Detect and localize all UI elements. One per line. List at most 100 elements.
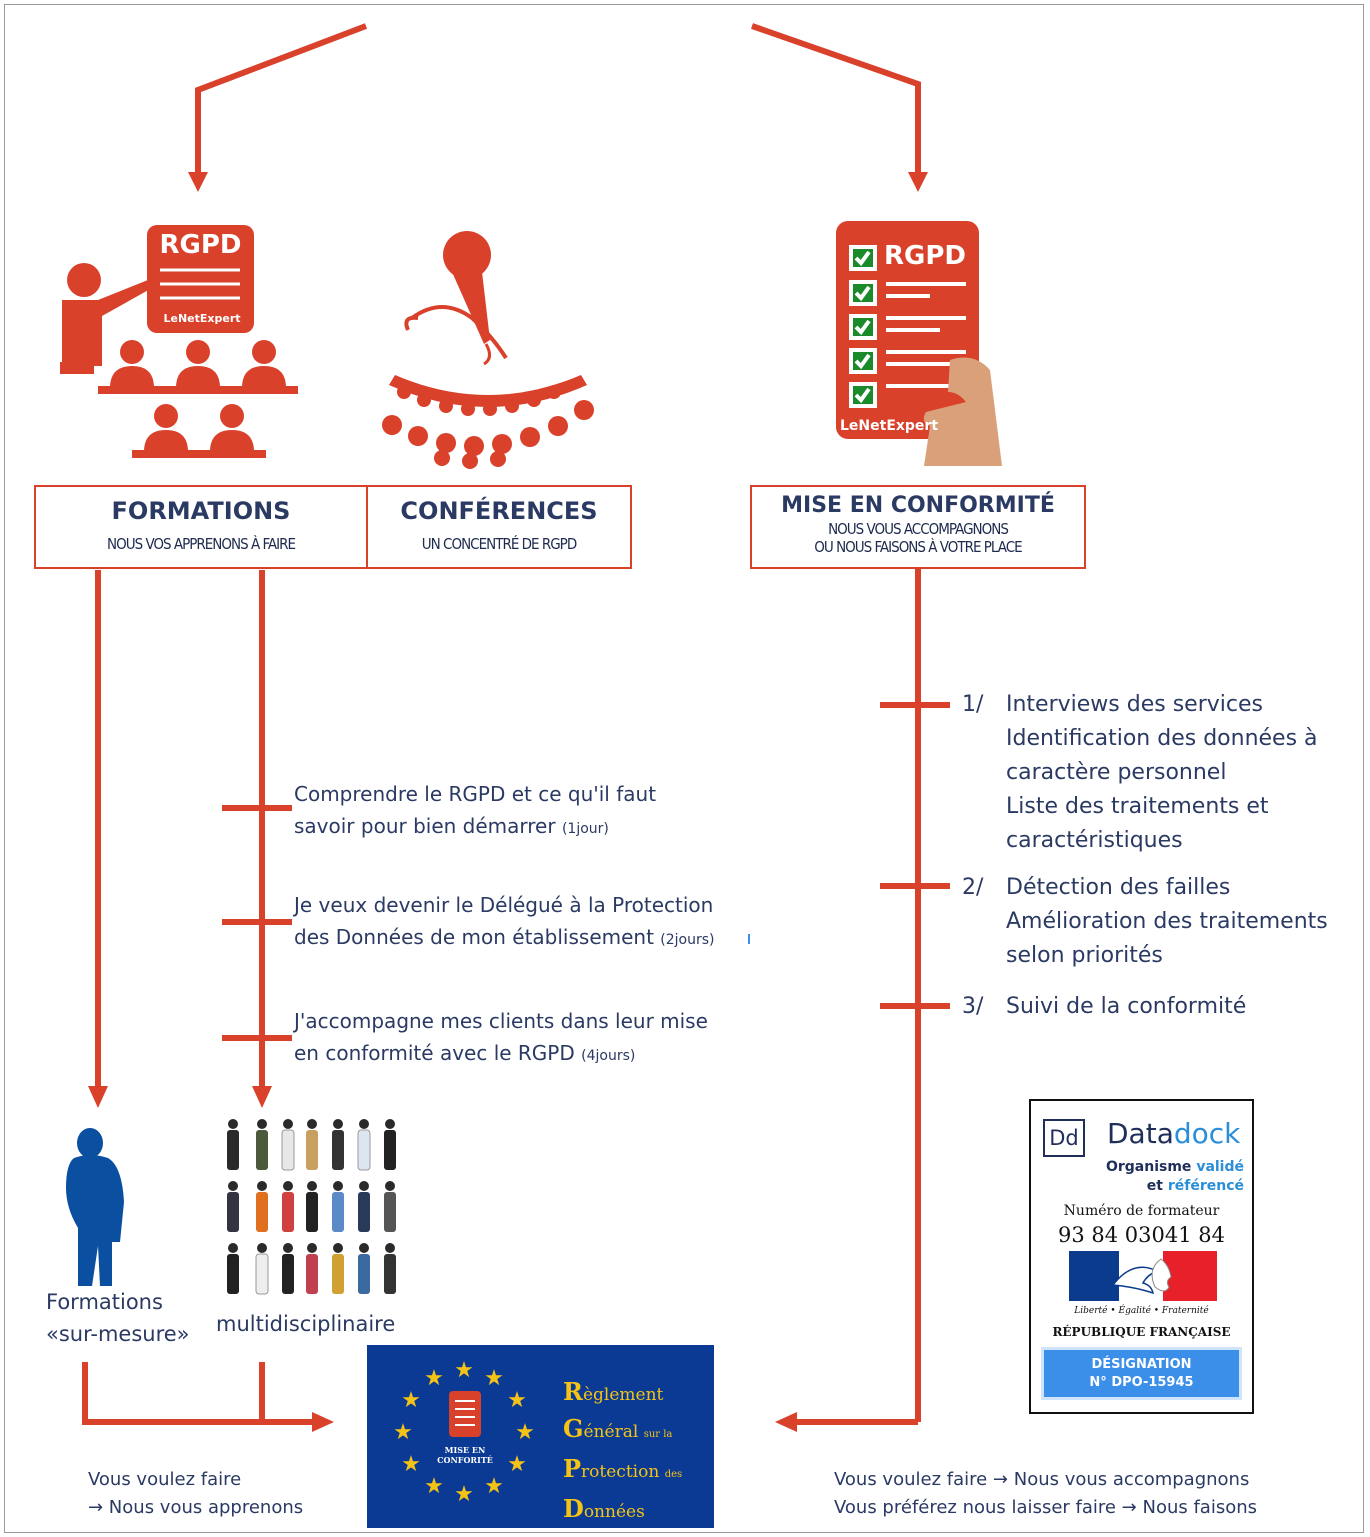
- datadock-name-a: Data: [1107, 1117, 1174, 1150]
- eu-word-initial: G: [563, 1414, 584, 1443]
- eu-word-rest: énéral: [583, 1422, 639, 1442]
- svg-text:★: ★: [401, 1388, 421, 1413]
- conformite-subtitle-1: NOUS VOUS ACCOMPAGNONS: [828, 520, 1009, 538]
- training-badge: RGPD: [159, 230, 242, 260]
- conformite-box: MISE EN CONFORMITÉ NOUS VOUS ACCOMPAGNON…: [750, 485, 1086, 569]
- footer-left: Vous voulez faire → Nous vous apprenons: [88, 1466, 303, 1522]
- caption-sur-mesure-line-2: «sur-mesure»: [46, 1322, 190, 1346]
- arrow-to-compliance: [751, 23, 921, 178]
- step-1-line: Identification des données à: [1006, 726, 1318, 751]
- svg-text:★: ★: [454, 1482, 474, 1507]
- conformite-subtitle-2: OU NOUS FAISONS À VOTRE PLACE: [814, 538, 1022, 556]
- footer-right: Vous voulez faire → Nous vous accompagno…: [834, 1466, 1257, 1522]
- datadock-sub1-b: validé: [1196, 1159, 1244, 1175]
- svg-text:★: ★: [401, 1452, 421, 1477]
- eu-word-rest: èglement: [582, 1385, 664, 1405]
- dpo-designation: DÉSIGNATION N° DPO-15945: [1041, 1347, 1242, 1400]
- eu-badge-text: MISE EN CONFORITÉ: [423, 1445, 507, 1465]
- dpo-designation-line-2: N° DPO-15945: [1089, 1375, 1194, 1390]
- course-3-line-1: J'accompagne mes clients dans leur mise: [294, 1009, 708, 1033]
- conferences-title: CONFÉRENCES: [400, 497, 598, 525]
- trainer-number: 93 84 03041 84: [1058, 1223, 1225, 1247]
- eu-word-initial: R: [563, 1377, 583, 1406]
- eu-word-rest: rotection: [581, 1462, 660, 1482]
- republic-name: RÉPUBLIQUE FRANÇAISE: [1052, 1325, 1231, 1339]
- course-item-2: Je veux devenir le Délégué à la Protecti…: [294, 889, 715, 956]
- caption-sur-mesure-line-1: Formations: [46, 1290, 163, 1314]
- course-2-line-1: Je veux devenir le Délégué à la Protecti…: [294, 893, 714, 917]
- svg-text:★: ★: [507, 1452, 527, 1477]
- conformite-title: MISE EN CONFORMITÉ: [781, 493, 1055, 518]
- eu-word-initial: D: [563, 1494, 584, 1523]
- caption-multidisciplinaire: multidisciplinaire: [216, 1312, 396, 1336]
- datadock-subtitle: Organisme validé et référencé: [1106, 1158, 1244, 1196]
- footer-left-line-2: → Nous vous apprenons: [88, 1497, 304, 1518]
- footer-left-line-1: Vous voulez faire: [88, 1469, 242, 1490]
- step-2-line: Amélioration des traitements: [1006, 909, 1328, 934]
- step-3-number: 3/: [962, 994, 984, 1019]
- svg-text:★: ★: [515, 1420, 535, 1445]
- svg-text:★: ★: [484, 1366, 504, 1391]
- republic-motto: Liberté • Égalité • Fraternité: [1074, 1306, 1209, 1316]
- step-1-line: Liste des traitements et: [1006, 794, 1269, 819]
- conferences-subtitle: UN CONCENTRÉ DE RGPD: [421, 535, 577, 553]
- svg-text:★: ★: [484, 1474, 504, 1499]
- datadock-sub2-a: et: [1146, 1178, 1168, 1194]
- conferences-box: CONFÉRENCES UN CONCENTRÉ DE RGPD: [366, 485, 632, 569]
- datadock-sub2-b: référencé: [1167, 1178, 1244, 1194]
- course-1-line-1: Comprendre le RGPD et ce qu'il faut: [294, 782, 657, 806]
- arrow-left-to-eu: [82, 1362, 315, 1425]
- eu-stars-icon: ★★★★ ★★★★ ★★★★: [393, 1358, 535, 1507]
- eu-word-small: sur la: [643, 1429, 673, 1440]
- svg-text:★: ★: [424, 1474, 444, 1499]
- datadock-name-b: dock: [1173, 1117, 1241, 1150]
- footer-right-line-1: Vous voulez faire → Nous vous accompagno…: [834, 1469, 1250, 1490]
- step-2-number: 2/: [962, 875, 984, 900]
- formations-box: FORMATIONS NOUS VOS APPRENONS À FAIRE: [34, 485, 368, 569]
- arrowhead-eu-left: [312, 1412, 334, 1432]
- page-frame: [4, 4, 1364, 1533]
- dpo-designation-line-1: DÉSIGNATION: [1091, 1357, 1192, 1372]
- step-1-line: Interviews des services: [1006, 692, 1263, 717]
- step-1-line: caractère personnel: [1006, 760, 1227, 785]
- formations-subtitle: NOUS VOS APPRENONS À FAIRE: [107, 535, 296, 553]
- step-3-line: Suivi de la conformité: [1006, 994, 1247, 1019]
- course-1-duration: (1jour): [561, 821, 609, 837]
- arrowhead-training: [188, 172, 208, 192]
- eu-words: Règlement Général sur la Protection des …: [563, 1375, 682, 1529]
- datadock-name: Datadock: [1107, 1117, 1240, 1150]
- eu-word-initial: P: [563, 1454, 582, 1483]
- course-item-1: Comprendre le RGPD et ce qu'il faut savo…: [294, 778, 656, 845]
- formations-title: FORMATIONS: [111, 497, 291, 525]
- arrowhead-compliance: [908, 172, 928, 192]
- arrowhead-eu-right: [775, 1412, 797, 1432]
- arrow-to-training: [195, 23, 368, 178]
- eu-badge-line-1: MISE EN: [444, 1445, 486, 1455]
- marianne-logo-icon: [1069, 1251, 1217, 1301]
- eu-word-rest: onnées: [583, 1502, 645, 1522]
- tiny-mark: [748, 934, 750, 944]
- trainer-number-label: Numéro de formateur: [1063, 1203, 1220, 1219]
- svg-text:★: ★: [393, 1420, 413, 1445]
- compliance-brand: LeNetExpert: [840, 418, 939, 434]
- svg-text:★: ★: [507, 1388, 527, 1413]
- svg-text:★: ★: [454, 1358, 474, 1383]
- datadock-certificate: Dd Datadock Organisme validé et référenc…: [1029, 1099, 1254, 1414]
- step-2-line: Détection des failles: [1006, 875, 1231, 900]
- datadock-sub1-a: Organisme: [1105, 1159, 1197, 1175]
- rgpd-eu-logo: ★★★★ ★★★★ ★★★★ MISE EN CONFORITÉ Règleme…: [367, 1345, 714, 1528]
- caption-sur-mesure: Formations «sur-mesure»: [46, 1286, 190, 1350]
- course-item-3: J'accompagne mes clients dans leur mise …: [294, 1005, 708, 1072]
- footer-right-line-2: Vous préférez nous laisser faire → Nous …: [834, 1497, 1258, 1518]
- step-2-line: selon priorités: [1006, 943, 1163, 968]
- course-2-duration: (2jours): [660, 932, 715, 948]
- arrowhead-multi: [252, 1086, 272, 1108]
- course-2-line-2: des Données de mon établissement: [294, 925, 654, 949]
- step-1-number: 1/: [962, 692, 984, 717]
- eu-badge-line-2: CONFORITÉ: [437, 1455, 493, 1465]
- course-3-line-2: en conformité avec le RGPD: [294, 1041, 575, 1065]
- eu-word-small: des: [664, 1469, 683, 1480]
- datadock-logo-mark: Dd: [1043, 1119, 1085, 1157]
- step-1-line: caractéristiques: [1006, 828, 1183, 853]
